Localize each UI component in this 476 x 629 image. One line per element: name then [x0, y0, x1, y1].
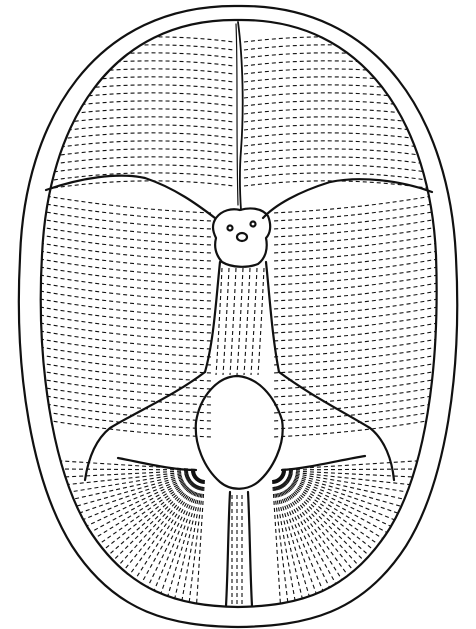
- hatch-stroke: [147, 479, 201, 608]
- hatch-stroke: [282, 473, 417, 511]
- hatch-stroke: [40, 93, 234, 102]
- hatch-stroke: [274, 480, 298, 618]
- fossa-hatching: [40, 37, 440, 620]
- sella-foramen-left: [228, 226, 233, 231]
- hatch-stroke: [40, 101, 234, 110]
- posterior-fossa-right-border: [282, 456, 365, 470]
- hatch-stroke: [40, 149, 234, 158]
- hatch-stroke: [282, 469, 422, 470]
- hatch-stroke: [223, 268, 229, 375]
- hatch-stroke: [40, 37, 234, 46]
- sella-foramen-center: [237, 233, 247, 241]
- hatch-stroke: [40, 141, 234, 150]
- foramen-magnum: [196, 376, 283, 489]
- hatch-stroke: [281, 474, 408, 534]
- hatch-stroke: [258, 268, 264, 375]
- hatch-stroke: [272, 195, 438, 213]
- hatch-stroke: [163, 480, 203, 614]
- hatch-stroke: [40, 53, 234, 62]
- posterior-midline-right: [248, 492, 252, 606]
- hatch-stroke: [276, 479, 330, 608]
- hatch-stroke: [179, 480, 203, 618]
- hatch-stroke: [40, 133, 234, 142]
- skull-inner-outline: [41, 20, 437, 607]
- hatch-stroke: [237, 268, 243, 375]
- hatch-stroke: [230, 268, 236, 375]
- hatch-stroke: [61, 473, 196, 511]
- hatch-stroke: [251, 268, 257, 375]
- crista-galli-ridge: [238, 22, 243, 210]
- hatch-stroke: [59, 472, 196, 502]
- hatch-stroke: [282, 472, 419, 502]
- posterior-midline-left: [226, 492, 230, 606]
- hatch-stroke: [274, 480, 306, 616]
- sella-foramen-right: [251, 222, 256, 227]
- hatch-stroke: [40, 157, 234, 166]
- hatch-stroke: [40, 109, 234, 118]
- hatch-stroke: [281, 475, 400, 549]
- crista-galli-ridge-2: [236, 24, 238, 205]
- hatch-stroke: [244, 268, 250, 375]
- hatch-stroke: [40, 61, 234, 70]
- hatch-stroke: [244, 37, 440, 46]
- hatch-stroke: [171, 480, 203, 616]
- hatch-stroke: [40, 69, 234, 78]
- hatch-stroke: [277, 478, 352, 596]
- hatch-stroke: [275, 480, 315, 614]
- hatch-stroke: [40, 165, 234, 174]
- hatch-stroke: [40, 77, 234, 86]
- hatch-stroke: [69, 474, 196, 534]
- sella-turcica: [213, 208, 270, 266]
- hatch-stroke: [40, 117, 234, 126]
